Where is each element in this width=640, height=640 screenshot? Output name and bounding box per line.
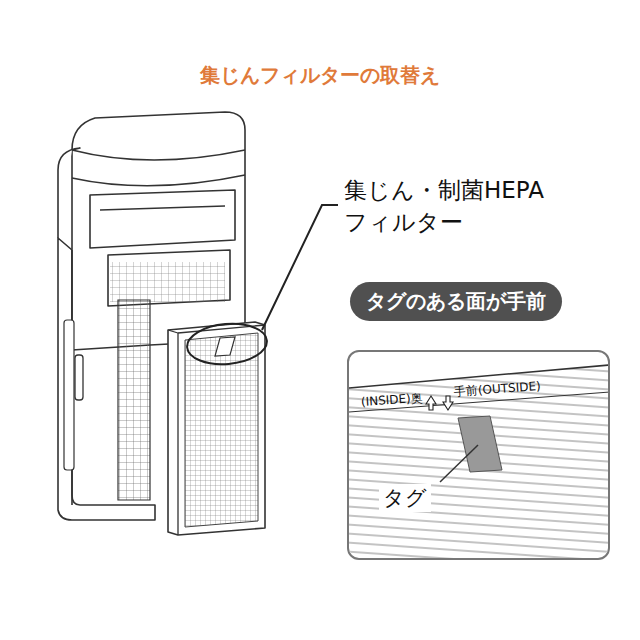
zoom-box: (INSIDE)奥 手前(OUTSIDE) タグ (347, 350, 610, 560)
part-label: 集じん・制菌HEPA フィルター (344, 174, 570, 238)
title: 集じんフィルターの取替え (0, 62, 640, 89)
inside-label: (INSIDE)奥 (360, 390, 423, 411)
outside-label: 手前(OUTSIDE) (453, 378, 541, 401)
note-text: タグのある面が手前 (366, 289, 546, 313)
note-pill: タグのある面が手前 (350, 282, 562, 321)
tag-label: タグ (379, 484, 431, 512)
